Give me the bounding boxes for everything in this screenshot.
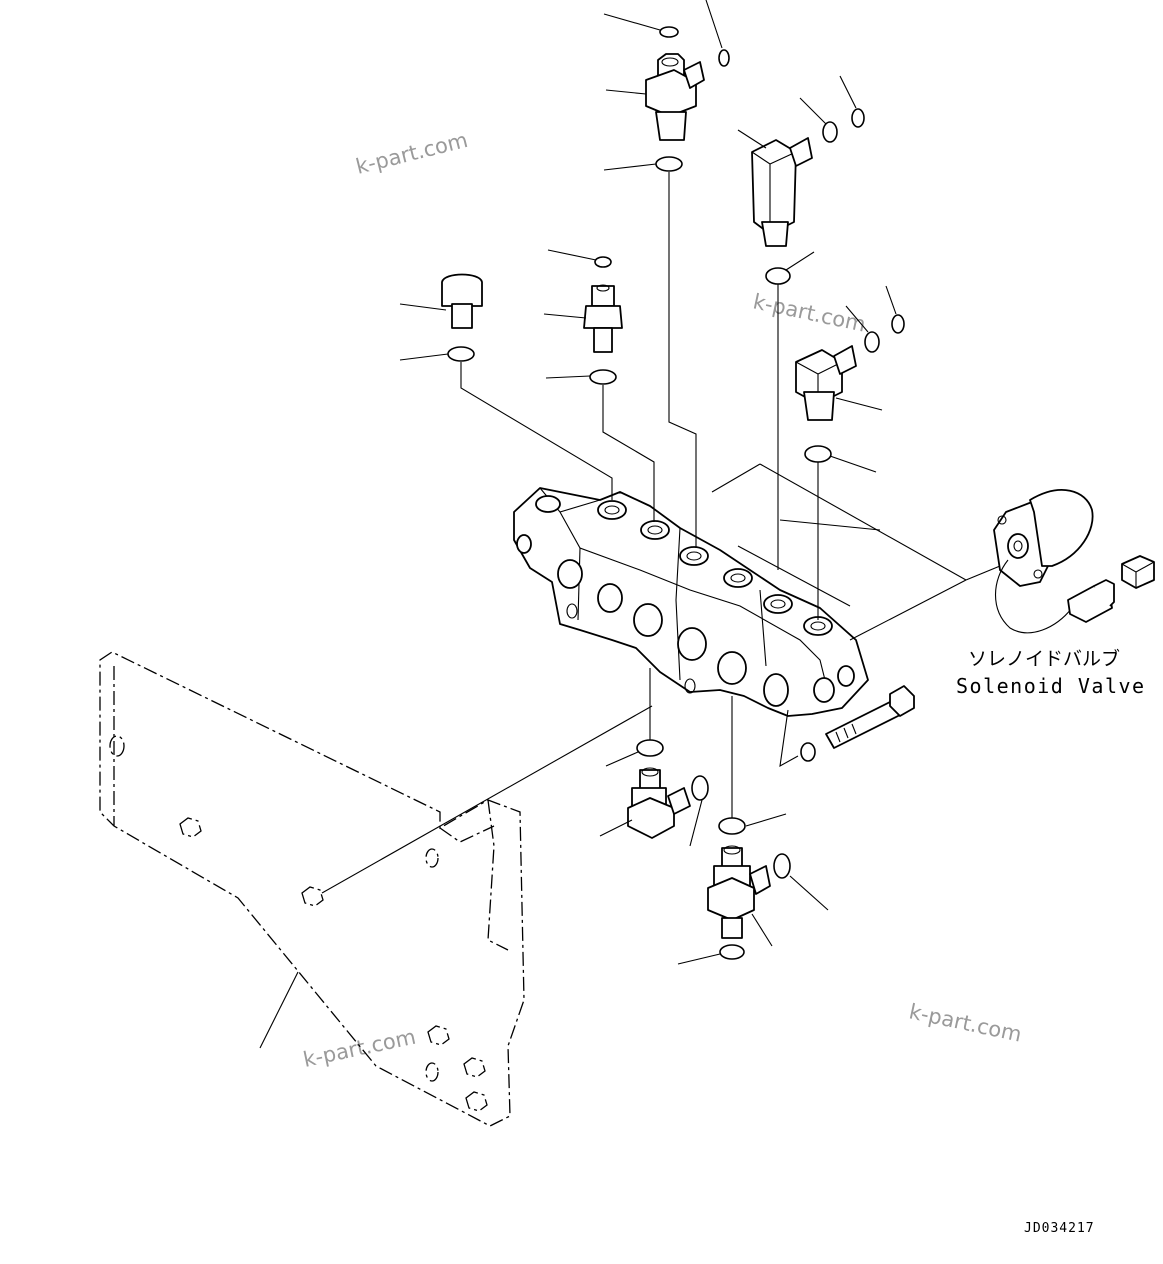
solenoid-label-jp: ソレノイドバルブ	[968, 647, 1120, 670]
watermark: k-part.com	[907, 999, 1024, 1046]
watermark: k-part.com	[751, 289, 868, 336]
pressure-sensor-right	[737, 75, 865, 570]
solenoid-label-en: Solenoid Valve	[956, 674, 1146, 698]
solenoid-label: ソレノイドバルブ Solenoid Valve	[956, 647, 1146, 698]
pressure-sensor-middle	[795, 285, 905, 620]
fitting	[543, 249, 655, 522]
solenoid-valve	[993, 489, 1155, 634]
drawing-code: JD034217	[1024, 1221, 1095, 1236]
watermark: k-part.com	[301, 1025, 418, 1072]
valve-body	[513, 487, 869, 717]
guide-lines	[711, 463, 1001, 641]
elbow-fitting-lower-center	[677, 696, 829, 965]
elbow-fitting-lower-left	[599, 668, 709, 847]
mounting-bracket	[99, 651, 653, 1127]
watermark: k-part.com	[353, 128, 470, 179]
bolt-and-washer	[779, 685, 915, 768]
plug	[399, 273, 613, 500]
pressure-switch-top	[603, 0, 730, 548]
